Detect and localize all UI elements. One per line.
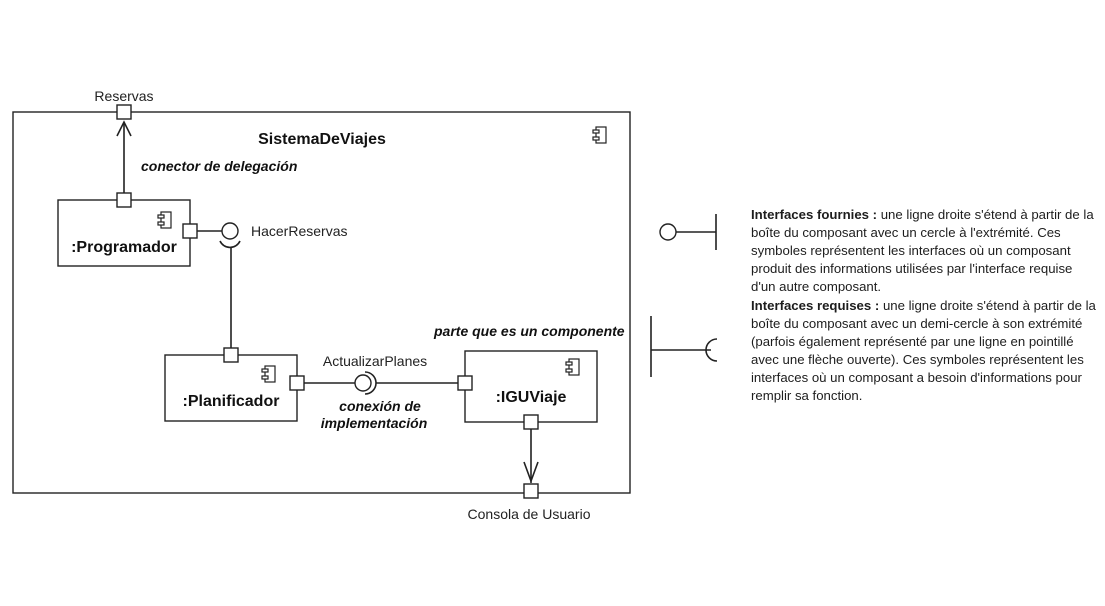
- iguviaje-port-left: [457, 375, 473, 391]
- interface-label-actualizar-planes: ActualizarPlanes: [323, 353, 427, 369]
- system-title: SistemaDeViajes: [258, 131, 386, 148]
- hacer-reservas-socket: [219, 240, 241, 249]
- programador-port-top: [116, 192, 132, 208]
- component-label-iguviaje: :IGUViaje: [496, 389, 567, 406]
- component-programador: [57, 199, 191, 267]
- actualizar-planes-socket: [364, 371, 377, 395]
- legend: Interfaces fournies : une ligne droite s…: [751, 206, 1096, 406]
- port-label-reservas: Reservas: [94, 88, 153, 104]
- annotation-part: parte que es un componente: [433, 323, 625, 339]
- planificador-port-top: [223, 347, 239, 363]
- hacer-reservas-ball: [221, 222, 239, 240]
- legend-required-title: Interfaces requises :: [751, 298, 880, 313]
- planificador-port-right: [289, 375, 305, 391]
- iguviaje-port-bottom: [523, 414, 539, 430]
- annotation-assembly-line2: implementación: [321, 415, 428, 431]
- port-reservas: [116, 104, 132, 120]
- legend-provided: Interfaces fournies : une ligne droite s…: [751, 206, 1096, 296]
- legend-provided-title: Interfaces fournies :: [751, 207, 878, 222]
- annotation-assembly-line1: conexión de: [339, 398, 421, 414]
- interface-label-hacer-reservas: HacerReservas: [251, 223, 347, 239]
- consola-arrowhead: [523, 461, 539, 484]
- legend-provided-text: une ligne droite s'étend à partir de la …: [751, 207, 1094, 294]
- component-planificador: [164, 354, 298, 422]
- actualizar-planes-ball: [354, 374, 372, 392]
- port-consola: [523, 483, 539, 499]
- port-label-consola: Consola de Usuario: [468, 506, 591, 522]
- legend-required-text: une ligne droite s'étend à partir de la …: [751, 298, 1096, 403]
- system-boundary: [12, 111, 631, 494]
- component-label-planificador: :Planificador: [183, 393, 280, 410]
- required-interface-symbol-socket: [705, 338, 718, 362]
- provided-interface-symbol-ball: [659, 223, 677, 241]
- annotation-delegation: conector de delegación: [141, 158, 297, 174]
- component-label-programador: :Programador: [71, 239, 177, 256]
- delegation-arrowhead: [116, 120, 132, 137]
- legend-required: Interfaces requises : une ligne droite s…: [751, 297, 1096, 405]
- programador-port-right: [182, 223, 198, 239]
